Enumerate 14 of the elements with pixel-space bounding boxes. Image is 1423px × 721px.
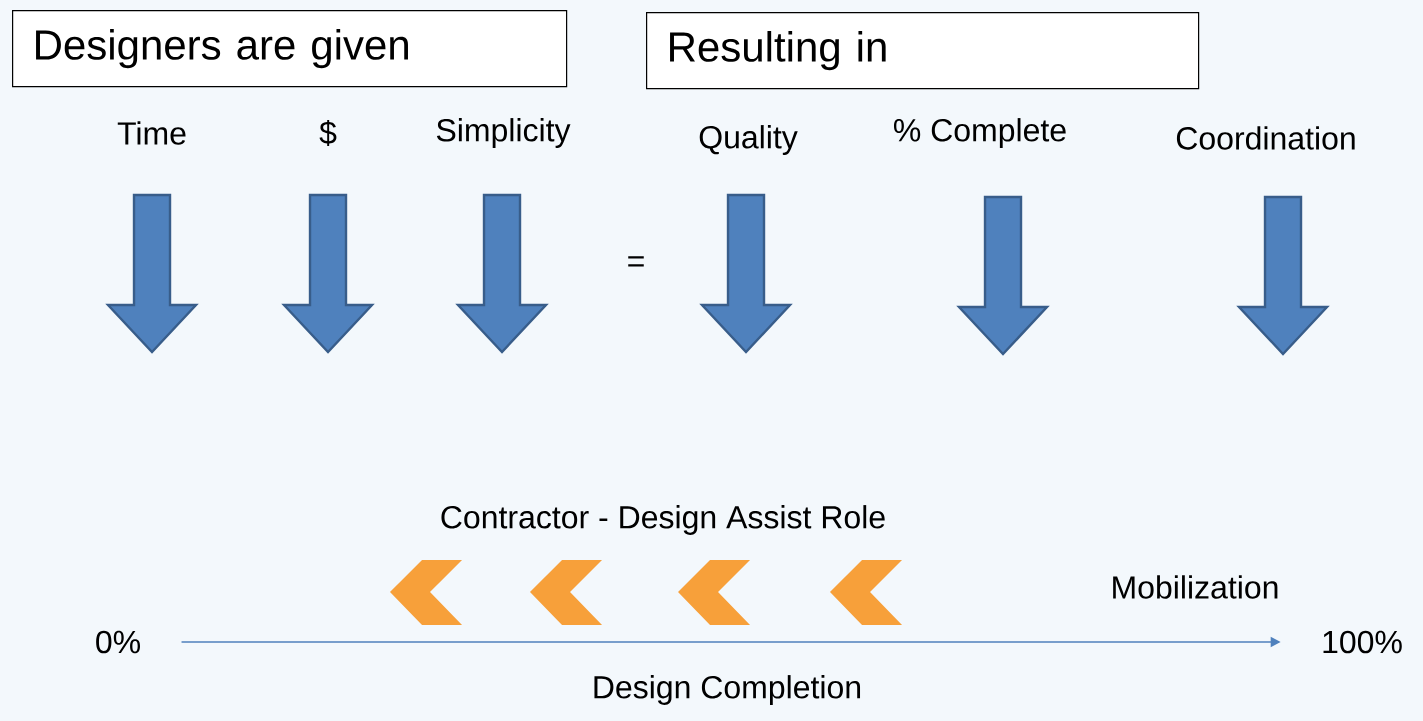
- equals-sign: =: [628, 256, 644, 267]
- heading-box: Resulting in: [646, 12, 1200, 90]
- input-label: Time: [117, 121, 186, 145]
- input-label: Simplicity: [436, 118, 571, 148]
- outcome-label: % Complete: [894, 118, 1066, 148]
- outcome-label: Coordination: [1176, 126, 1355, 150]
- scale-end-label: 100%: [1323, 630, 1402, 654]
- outcome-label: Quality: [699, 125, 798, 155]
- input-label: $: [319, 120, 337, 146]
- axis-label: Design Completion: [594, 675, 860, 705]
- milestone-label: Mobilization: [1113, 575, 1278, 599]
- scale-end-label: 0%: [96, 630, 140, 654]
- role-label: Contractor - Design Assist Role: [441, 505, 885, 535]
- heading-box: Designers are given: [12, 10, 568, 88]
